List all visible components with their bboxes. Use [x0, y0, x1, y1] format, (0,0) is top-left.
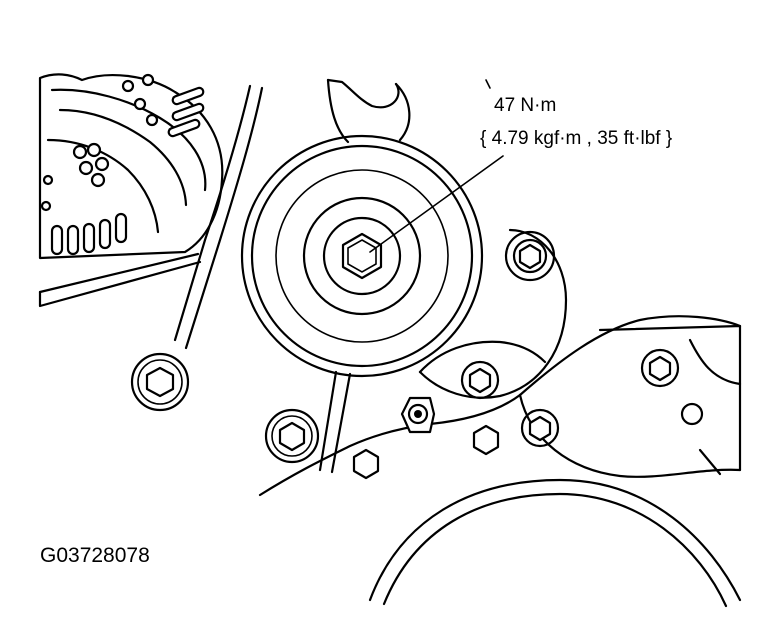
dowel-hex [352, 424, 500, 480]
bolt [460, 360, 500, 400]
tensioner-bracket [326, 78, 568, 399]
figure-code: G03728078 [40, 544, 150, 567]
alternator-vent-holes [40, 73, 159, 212]
callout-leader-line [369, 155, 504, 253]
bolt [640, 348, 680, 388]
torque-value-metric: 47 N·m [494, 95, 556, 116]
alternator-cooling-slots [50, 86, 205, 256]
alternator [38, 73, 224, 260]
drive-belt [38, 84, 352, 474]
tensioner-pulley [240, 134, 484, 378]
torque-value-alt-units: { 4.79 kgf·m , 35 ft·lbf } [480, 128, 672, 149]
bolt [512, 238, 548, 274]
bolt [264, 408, 320, 464]
stud-nut [400, 396, 436, 434]
bolt [130, 352, 190, 412]
bolt [520, 408, 560, 448]
engine-front-cover [258, 315, 742, 608]
